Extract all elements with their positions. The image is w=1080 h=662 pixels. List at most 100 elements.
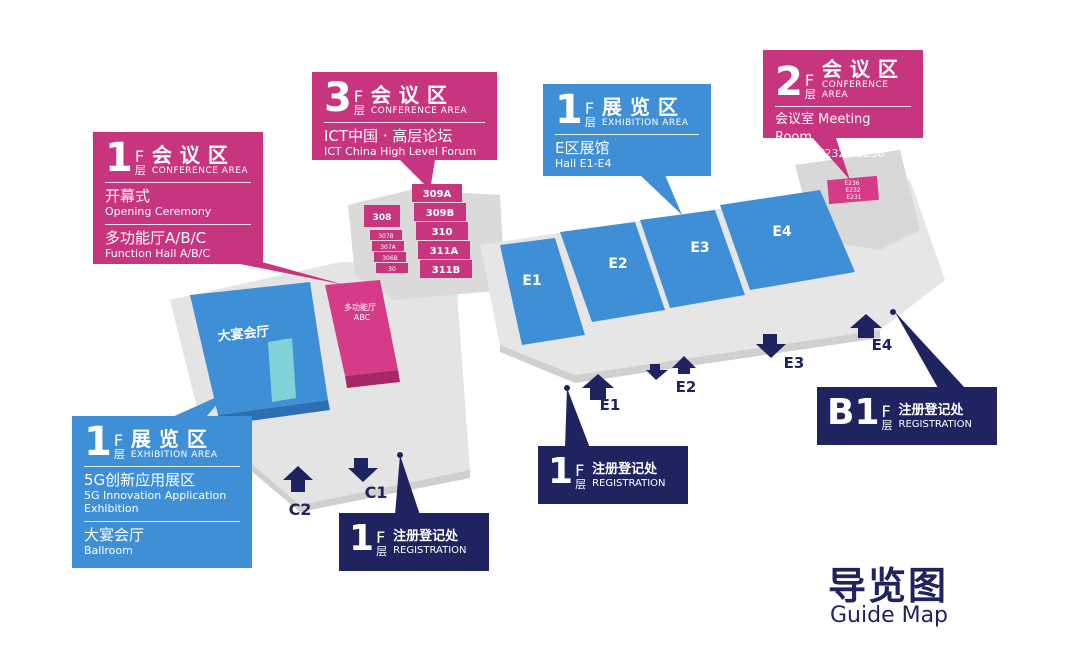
pointer-conf-3f [400,160,435,190]
registration-en: REGISTRATION [592,478,666,489]
hall-e2[interactable] [560,222,665,322]
hall-ballroom[interactable]: 大宴会厅 [190,282,330,425]
hall-e2-label: E2 [608,256,627,272]
item-cn: 大宴会厅 [84,526,145,544]
marker-dot-e1 [564,385,570,391]
entrance-arrows: C2 C1 E1 E2 E3 E4 [283,314,892,519]
item-en: Hall E1-E4 [555,157,612,170]
ballroom-inner [268,338,296,402]
room-306b[interactable] [374,252,406,262]
floor-number: 1 [555,87,583,133]
arrow-c2[interactable] [283,466,313,492]
floor-number: 1 [349,518,375,559]
floor-ceng: 层 [584,116,596,129]
arrow-e2-in[interactable] [672,356,696,374]
floor-ceng: 层 [353,104,365,117]
ballroom-label: 大宴会厅 [217,323,270,344]
floor-f: F [881,402,891,421]
room-311b[interactable] [420,260,472,278]
item-cn: 会议室 Meeting Room [775,112,871,145]
divider [555,134,699,135]
room-307a-label: 307A [380,244,396,251]
floor-f: F [575,461,585,480]
arrow-e3[interactable] [756,334,786,358]
function-hall-top [325,280,398,376]
arrow-e2-out[interactable] [646,364,668,380]
pointer-conf-1f [230,262,345,285]
room-307b-label: 307B [378,233,394,240]
meeting-room-block [827,175,879,205]
divider [775,106,911,107]
floor-f: F [134,147,145,166]
area-title: 会议区 [151,143,236,167]
meeting-room-e232: E232 [845,187,860,194]
room-309a[interactable] [412,184,462,202]
pointer-conf-2f [810,135,850,180]
arrow-e4[interactable] [850,314,882,338]
entrance-e4-label: E4 [872,336,893,354]
floor-ceng: 层 [113,448,125,461]
area-title: 展览区 [130,427,215,451]
room-309b[interactable] [414,203,466,221]
floor-number: 1 [105,135,133,181]
floor-ceng: 层 [881,419,893,432]
hall-e3-label: E3 [690,240,709,256]
floor-ceng: 层 [134,164,146,177]
registration-cn: 注册登记处 [898,403,964,418]
marker-dot-b1 [890,309,896,315]
hall-e4[interactable] [720,190,855,290]
room-308[interactable] [364,205,400,227]
item-en: Opening Ceremony [105,205,212,218]
room-30x[interactable] [376,263,408,273]
item-cn: ICT中国 · 高层论坛 [324,127,453,145]
area-subtitle: CONFERENCE AREA [151,166,249,176]
hall-e1-label: E1 [522,273,541,289]
guide-map-title-en: Guide Map [830,603,949,628]
item-en: 5G Innovation Application Exhibition [84,489,227,515]
area-subtitle: CONFERENCE AREA [370,106,468,116]
third-floor-rooms: 309A 309B 310 311A 311B 308 307B 307A 30… [364,184,472,278]
registration-en: REGISTRATION [393,545,467,556]
divider [324,122,485,123]
room-309b-label: 309B [426,208,455,219]
second-floor-rooms[interactable]: E236 E232 E231 [827,175,879,205]
guide-map-title-cn: 导览图 [828,564,949,608]
arrow-e1[interactable] [582,374,614,400]
meeting-room-e231: E231 [846,194,861,201]
room-307b[interactable] [370,230,402,240]
hall-e3[interactable] [640,210,745,308]
hall-e1[interactable] [500,238,585,345]
floor-f: F [353,87,364,106]
room-310[interactable] [416,222,468,240]
item-cn: 多功能厅A/B/C [105,229,207,247]
item-cn: 开幕式 [105,187,151,205]
registration-cn: 注册登记处 [592,462,658,477]
function-hall[interactable]: 多功能厅 ABC [325,280,400,388]
divider [84,466,240,467]
floor-number: 1 [84,419,112,465]
floor-f: F [376,528,386,547]
e-halls: E1 E2 E3 E4 [500,190,855,345]
room-307a[interactable] [372,241,404,251]
arrow-c1[interactable] [348,458,378,482]
room-311a[interactable] [418,241,470,259]
